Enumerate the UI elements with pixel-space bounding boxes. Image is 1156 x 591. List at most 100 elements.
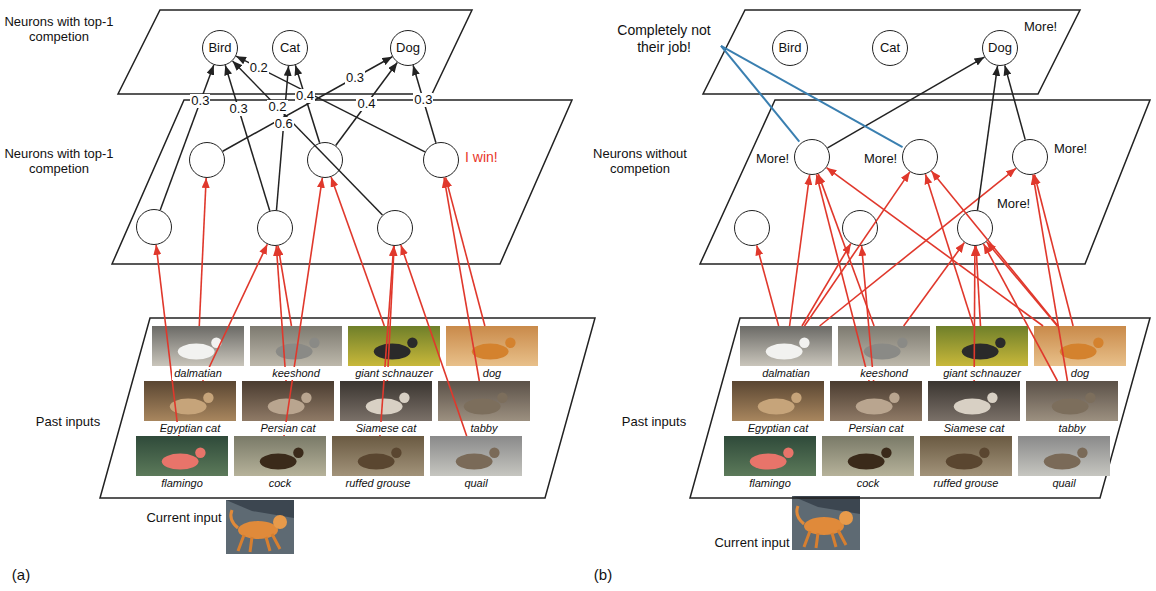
neuron-circle <box>734 210 770 246</box>
image-caption: dog <box>481 367 503 380</box>
caption-holder: ruffed grouse <box>332 477 424 490</box>
photo-subject <box>1085 393 1095 403</box>
photo-cat <box>273 515 287 529</box>
layer-heading: Past inputs <box>618 414 690 429</box>
input-photo <box>332 436 424 476</box>
class-label: Bird <box>208 41 231 55</box>
input-arrow <box>401 245 467 436</box>
layer-heading: Neurons with top-1 competion <box>4 14 114 44</box>
caption-holder: Egyptian cat <box>732 422 824 435</box>
photo-ground <box>340 381 432 421</box>
photo-subject <box>497 393 507 403</box>
callout-note: Completely not their job! <box>610 22 718 56</box>
input-photo <box>242 381 334 421</box>
neuron-note-holder: More! <box>1053 141 1088 156</box>
photo-ground <box>348 326 440 366</box>
class-label: Cat <box>280 41 300 55</box>
photo-subject <box>758 399 795 415</box>
input-arrow <box>904 243 965 326</box>
photo-ground <box>136 436 228 476</box>
neuron-circle: Dog <box>390 30 426 66</box>
photo-cat <box>238 534 280 552</box>
input-image: cock <box>822 436 914 490</box>
photo-ground <box>226 500 294 554</box>
figure-label: (b) <box>586 566 620 584</box>
input-arrow <box>199 178 206 326</box>
photo-ground <box>234 436 326 476</box>
photo-subject <box>464 399 501 415</box>
input-arrow <box>203 244 268 381</box>
input-photo <box>234 436 326 476</box>
label-holder: (b) <box>586 566 620 584</box>
image-caption: dog <box>1069 367 1091 380</box>
weight-arrow <box>413 65 436 142</box>
caption-holder: tabby <box>438 422 530 435</box>
caption-holder: dalmatian <box>740 367 832 380</box>
input-photo <box>340 381 432 421</box>
neuron-circle: More! <box>794 139 830 175</box>
photo-subject <box>268 399 305 415</box>
image-caption: cock <box>855 477 882 490</box>
neuron-circle <box>189 142 225 178</box>
input-arrow <box>331 177 384 326</box>
photo-subject <box>260 454 297 470</box>
neuron-note: More! <box>996 196 1031 211</box>
caption-holder: quail <box>430 477 522 490</box>
photo-subject <box>962 344 999 360</box>
input-image: giant schnauzer <box>348 326 440 380</box>
input-photo <box>136 436 228 476</box>
input-arrow <box>804 172 909 326</box>
photo-subject <box>407 338 417 348</box>
photo-ground <box>144 381 236 421</box>
neuron-circle <box>136 209 172 245</box>
input-photo <box>920 436 1012 476</box>
photo-ground <box>740 326 832 366</box>
layer-heading-holder: Neurons without competion <box>584 146 696 176</box>
input-image: Egyptian cat <box>144 381 236 435</box>
weight-arrow <box>276 66 288 210</box>
photo-subject <box>276 344 313 360</box>
input-photo <box>822 436 914 476</box>
neuron-circle: More! <box>1012 139 1048 175</box>
caption-holder: giant schnauzer <box>348 367 440 380</box>
caption-holder: Siamese cat <box>340 422 432 435</box>
caption-holder: quail <box>1018 477 1110 490</box>
layer-heading: Neurons without competion <box>584 146 696 176</box>
neuron-circle: I win! <box>423 142 459 178</box>
neuron-circle: DogMore! <box>982 30 1018 66</box>
leader-line <box>721 46 799 142</box>
input-photo <box>1018 436 1110 476</box>
input-image: Egyptian cat <box>732 381 824 435</box>
caption-holder: Egyptian cat <box>144 422 236 435</box>
photo-subject <box>1052 399 1089 415</box>
photo-subject <box>1044 454 1081 470</box>
input-arrow <box>862 246 874 381</box>
photo-ground <box>928 381 1020 421</box>
weight-label: 0.4 <box>295 89 315 103</box>
caption-holder: tabby <box>1026 422 1118 435</box>
input-image: dog <box>1034 326 1126 380</box>
weight-label: 0.2 <box>249 61 269 75</box>
caption-holder: keeshond <box>250 367 342 380</box>
photo-subject <box>472 344 509 360</box>
neuron-circle: Bird <box>202 30 238 66</box>
input-photo <box>830 381 922 421</box>
weight-holder: 0.3 <box>190 94 210 108</box>
photo-subject <box>791 393 801 403</box>
figure-label: Current input <box>146 510 222 526</box>
photo-ground <box>792 496 860 550</box>
photo-ground <box>1018 436 1110 476</box>
neuron-note-holder: More! <box>755 151 790 166</box>
weight-holder: 0.3 <box>229 102 249 116</box>
input-photo <box>936 326 1028 366</box>
image-caption: tabby <box>469 422 500 435</box>
class-label: Cat <box>880 41 900 55</box>
photo-subject <box>366 399 403 415</box>
photo-subject <box>178 344 215 360</box>
weight-arrow <box>1005 65 1025 139</box>
neuron-circle <box>377 210 413 246</box>
photo-subject <box>979 448 989 458</box>
weight-arrow <box>336 62 398 145</box>
layer-plane: Neurons with top-1 competionI win! <box>112 100 572 264</box>
input-photo <box>1026 381 1118 421</box>
